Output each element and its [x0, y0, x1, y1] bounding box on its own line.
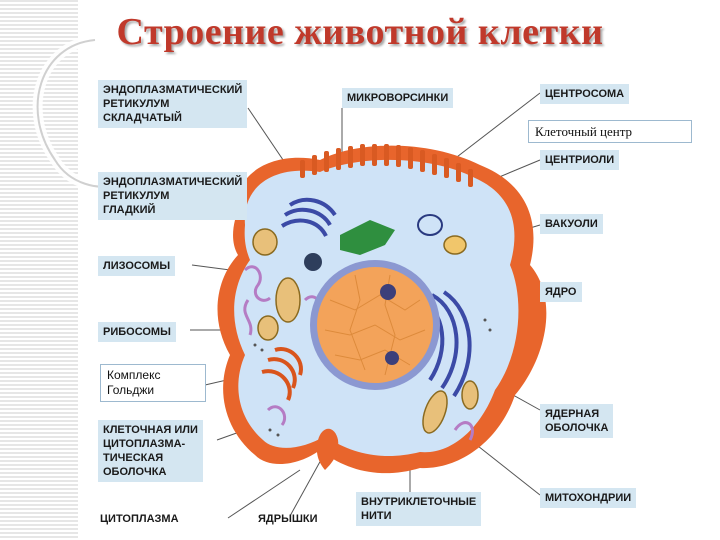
label-centrosome: ЦЕНТРОСОМА: [540, 84, 630, 104]
microvilli-fringe: [300, 144, 473, 187]
label-ribosomes: РИБОСОМЫ: [98, 322, 176, 342]
centrosome-shape: [340, 220, 395, 255]
label-membrane: КЛЕТОЧНАЯ ИЛИ ЦИТОПЛАЗМА- ТИЧЕСКАЯ ОБОЛО…: [98, 420, 203, 482]
note-golgi: Комплекс Гольджи: [100, 364, 206, 402]
label-nuclear-envelope: ЯДЕРНАЯ ОБОЛОЧКА: [540, 404, 614, 438]
golgi-complex: [261, 347, 303, 401]
label-nucleoli: ЯДРЫШКИ: [258, 513, 318, 525]
mitochondria-group: [275, 277, 479, 434]
label-cytoplasm: ЦИТОПЛАЗМА: [100, 513, 179, 525]
note-cell-center: Клеточный центр: [528, 120, 692, 143]
nucleolus: [380, 284, 396, 300]
lysosome: [257, 315, 279, 341]
page-title: Строение животной клетки: [116, 11, 604, 53]
vacuole: [417, 214, 443, 236]
vacuole: [443, 235, 467, 255]
membrane-protrusion: [316, 428, 339, 470]
ribosome-dots: [253, 318, 492, 437]
label-intracellular-filaments: ВНУТРИКЛЕТОЧНЫЕ НИТИ: [356, 492, 482, 526]
label-centrioles: ЦЕНТРИОЛИ: [540, 150, 620, 170]
label-vacuoles: ВАКУОЛИ: [540, 214, 603, 234]
label-nucleus: ЯДРО: [540, 282, 582, 302]
label-er-rough: ЭНДОПЛАЗМАТИЧЕСКИЙ РЕТИКУЛУМ СКЛАДЧАТЫЙ: [98, 80, 248, 128]
decorative-swirl: [32, 35, 117, 192]
label-mitochondria: МИТОХОНДРИИ: [540, 488, 637, 508]
lysosome: [304, 253, 322, 271]
label-microvilli: МИКРОВОРСИНКИ: [342, 88, 454, 108]
nucleolus: [385, 351, 399, 365]
label-er-smooth: ЭНДОПЛАЗМАТИЧЕСКИЙ РЕТИКУЛУМ ГЛАДКИЙ: [98, 172, 248, 220]
label-lysosomes: ЛИЗОСОМЫ: [98, 256, 176, 276]
lysosome: [252, 228, 278, 256]
